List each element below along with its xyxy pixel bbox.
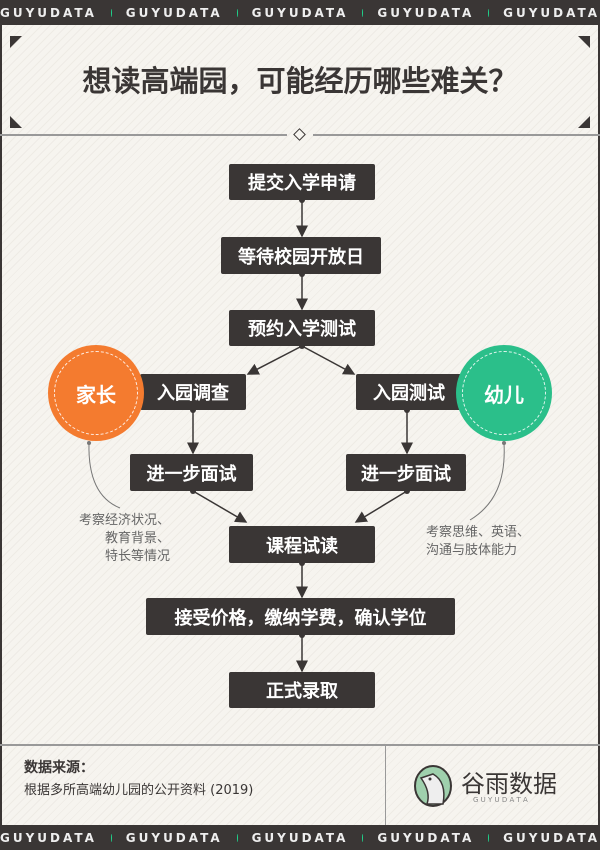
note-line: 教育背景、 [104, 531, 170, 546]
logo: 谷雨数据 G U Y U D A T A [413, 762, 600, 812]
banner-text: GUYUDATA [0, 5, 97, 20]
note-line: 考察思维、英语、 [426, 525, 531, 540]
step-child-test: 入园测试 [356, 374, 462, 410]
arrow [246, 345, 303, 375]
dot-icon [110, 8, 112, 17]
parent-note: 考察经济状况、 教育背景、 特长等情况 [79, 512, 170, 566]
banner-text: GUYUDATA [503, 830, 600, 845]
role-child-badge: 幼儿 [456, 345, 552, 441]
step-open-day: 等待校园开放日 [221, 237, 381, 274]
page-title: 想读高端园，可能经历哪些难关？ [82, 64, 518, 98]
corner-mark [578, 116, 590, 128]
banner-text: GUYUDATA [125, 830, 223, 845]
banner-text: GUYUDATA [377, 830, 475, 845]
step-pay-tuition: 接受价格，缴纳学费，确认学位 [146, 598, 455, 635]
corner-mark [10, 36, 22, 48]
banner-text: GUYUDATA [125, 5, 223, 20]
dot-icon [488, 8, 490, 17]
note-line: 沟通与肢体能力 [426, 543, 518, 558]
step-trial-class: 课程试读 [229, 526, 375, 563]
step-book-test: 预约入学测试 [229, 310, 375, 346]
corner-mark [10, 116, 22, 128]
step-parent-survey: 入园调查 [140, 374, 246, 410]
banner-text: GUYUDATA [251, 830, 349, 845]
source-label: 数据来源： [24, 760, 94, 776]
role-label: 幼儿 [484, 382, 524, 407]
divider [0, 134, 287, 136]
dot-icon [236, 833, 238, 842]
note-pointer [88, 442, 121, 509]
logo-text: 谷雨数据 [461, 770, 557, 798]
corner-mark [578, 36, 590, 48]
step-admitted: 正式录取 [229, 672, 375, 708]
note-line: 特长等情况 [104, 549, 170, 564]
dot-icon [488, 833, 490, 842]
bottom-banner: GUYUDATA GUYUDATA GUYUDATA GUYUDATA GUYU… [0, 825, 600, 850]
source-text: 根据多所高端幼儿园的公开资料 (2019) [24, 783, 254, 798]
top-banner: GUYUDATA GUYUDATA GUYUDATA GUYUDATA GUYU… [0, 0, 600, 25]
arrow [192, 490, 248, 523]
footer-vdivider [385, 746, 386, 825]
child-note: 考察思维、英语、 沟通与肢体能力 [426, 524, 530, 560]
logo-subtext: G U Y U D A T A [473, 796, 528, 804]
step-submit-application: 提交入学申请 [229, 164, 375, 200]
arrow [354, 490, 408, 523]
bird-logo-icon [414, 765, 452, 807]
banner-text: GUYUDATA [0, 830, 97, 845]
step-child-interview: 进一步面试 [346, 454, 466, 491]
footer-divider [0, 744, 600, 746]
banner-text: GUYUDATA [503, 5, 600, 20]
banner-text: GUYUDATA [377, 5, 475, 20]
frame [0, 25, 600, 825]
note-pointer [469, 442, 505, 521]
dot-icon [362, 8, 364, 17]
step-parent-interview: 进一步面试 [130, 454, 253, 491]
dot-icon [236, 8, 238, 17]
arrow [301, 345, 356, 375]
dot-icon [110, 833, 112, 842]
role-parent-badge: 家长 [48, 345, 144, 441]
dot-icon [362, 833, 364, 842]
note-line: 考察经济状况、 [78, 513, 170, 528]
role-label: 家长 [76, 382, 116, 407]
divider [313, 134, 600, 136]
banner-text: GUYUDATA [251, 5, 349, 20]
